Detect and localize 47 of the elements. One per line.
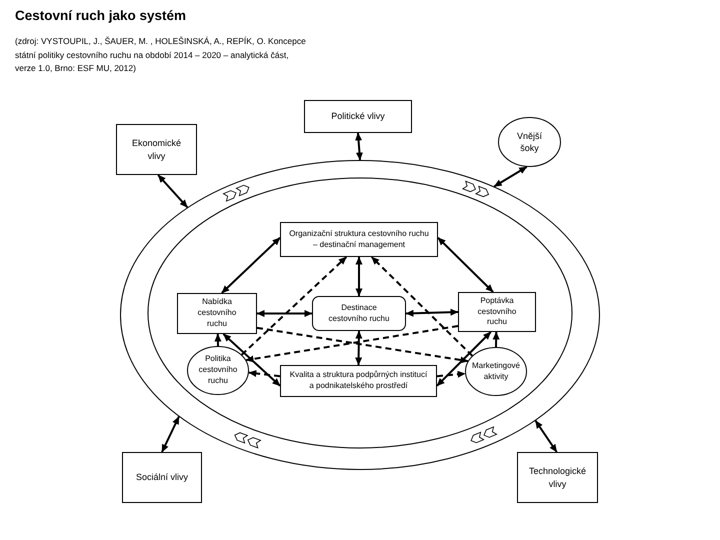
node-text: Vnější šoky — [516, 130, 543, 154]
node-text: Technologické vlivy — [528, 465, 588, 490]
node-text: Organizační struktura cestovního ruchu – destinační management — [288, 228, 430, 250]
node-text: Politika cestovního ruchu — [198, 354, 238, 387]
dashed-arrow — [256, 326, 468, 364]
node-text: Destinace cestovního ruchu — [328, 302, 390, 324]
node-text: Poptávka cestovního ruchu — [476, 296, 518, 328]
node-text: Ekonomické vlivy — [130, 137, 182, 162]
node-text: Marketingové aktivity — [470, 360, 522, 382]
double-arrow — [222, 333, 281, 387]
factor-box — [458, 292, 536, 332]
double-arrow — [534, 420, 558, 453]
dashed-arrow — [248, 370, 280, 378]
dashed-arrow — [241, 256, 348, 356]
node-text: Kvalita a struktura podpůrných institucí a podnikatelského prostředí — [288, 370, 428, 392]
node-text: Nabídka cestovního ruchu — [196, 297, 238, 330]
double-arrow — [355, 330, 362, 366]
factor-box — [280, 365, 437, 397]
factor-box — [517, 452, 598, 503]
node-text: Sociální vlivy — [136, 471, 188, 484]
dashed-arrow — [370, 256, 473, 356]
double-arrow — [494, 166, 528, 188]
double-arrow — [221, 237, 281, 294]
double-arrow — [157, 174, 188, 208]
arrow — [214, 334, 222, 346]
factor-box — [122, 452, 202, 503]
factor-box — [280, 222, 438, 257]
factor-box — [304, 100, 412, 133]
oval-node — [465, 347, 527, 396]
double-arrow — [406, 308, 458, 317]
oval-node — [187, 346, 249, 395]
node-text: Politické vlivy — [331, 110, 385, 123]
double-arrow — [437, 237, 494, 293]
dashed-arrow — [246, 325, 458, 362]
arrow — [492, 332, 500, 348]
double-arrow — [436, 331, 492, 386]
rounded-box — [312, 296, 406, 331]
source-note: (zdroj: VYSTOUPIL, J., ŠAUER, M. , HOLEŠINSKÁ, A., REPÍK, O. Koncepce státní politiky cestovního ruchu na období 2014 – 2020 – analytická část, verze 1.0, Brno: ESF MU, 2012) — [15, 35, 307, 75]
double-arrow — [356, 256, 362, 296]
title: Cestovní ruch jako systém — [15, 8, 186, 23]
factor-box — [177, 293, 257, 334]
double-arrow — [355, 132, 363, 160]
double-arrow — [256, 310, 312, 317]
dashed-arrow — [436, 370, 466, 378]
oval-node — [498, 117, 561, 167]
factor-box — [116, 124, 197, 175]
double-arrow — [161, 416, 180, 452]
